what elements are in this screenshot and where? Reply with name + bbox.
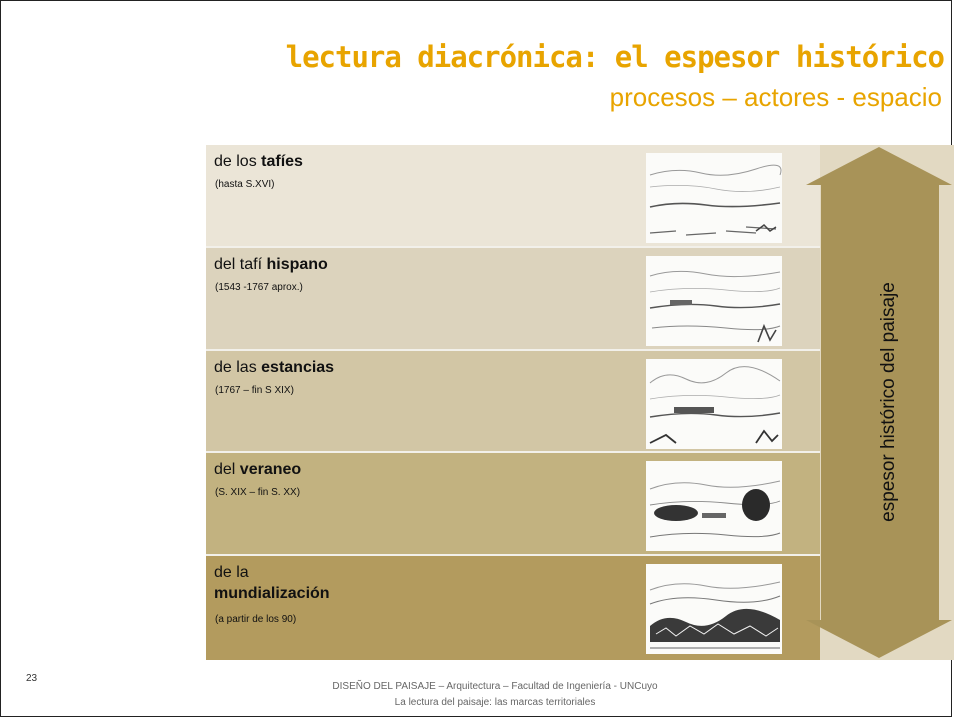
periods-table: de los tafíes (hasta S.XVI) del tafí his…	[206, 145, 820, 660]
footer-line-1: DISEÑO DEL PAISAJE – Arquitectura – Facu…	[332, 681, 658, 692]
period-row: del tafí hispano (1543 -1767 aprox.)	[206, 248, 820, 351]
period-date: (1543 -1767 aprox.)	[215, 282, 303, 293]
period-name: de los tafíes	[214, 153, 303, 170]
page-number: 23	[26, 673, 38, 684]
footer-line-2: La lectura del paisaje: las marcas terri…	[394, 697, 596, 708]
period-date: (S. XIX – fin S. XX)	[215, 487, 301, 498]
period-row: del veraneo (S. XIX – fin S. XX)	[206, 453, 820, 556]
landscape-sketch-image	[646, 256, 782, 346]
period-row: de los tafíes (hasta S.XVI)	[206, 145, 820, 248]
period-date: (a partir de los 90)	[215, 614, 297, 625]
period-name: del tafí hispano	[214, 256, 328, 273]
side-label: espesor histórico del paisaje	[878, 282, 899, 522]
landscape-sketch-image	[646, 153, 782, 243]
period-name: de las estancias	[214, 359, 335, 376]
period-row: de las estancias (1767 – fin S XIX)	[206, 351, 820, 453]
period-name: del veraneo	[214, 461, 302, 478]
period-date: (hasta S.XVI)	[215, 179, 275, 190]
double-arrow-icon	[806, 147, 952, 658]
landscape-sketch-image	[646, 359, 782, 449]
period-date: (1767 – fin S XIX)	[215, 385, 294, 396]
landscape-sketch-image	[646, 564, 782, 654]
landscape-sketch-image	[646, 461, 782, 551]
slide-title: lectura diacrónica: el espesor histórico	[285, 40, 945, 74]
slide-subtitle: procesos – actores - espacio	[609, 82, 942, 112]
